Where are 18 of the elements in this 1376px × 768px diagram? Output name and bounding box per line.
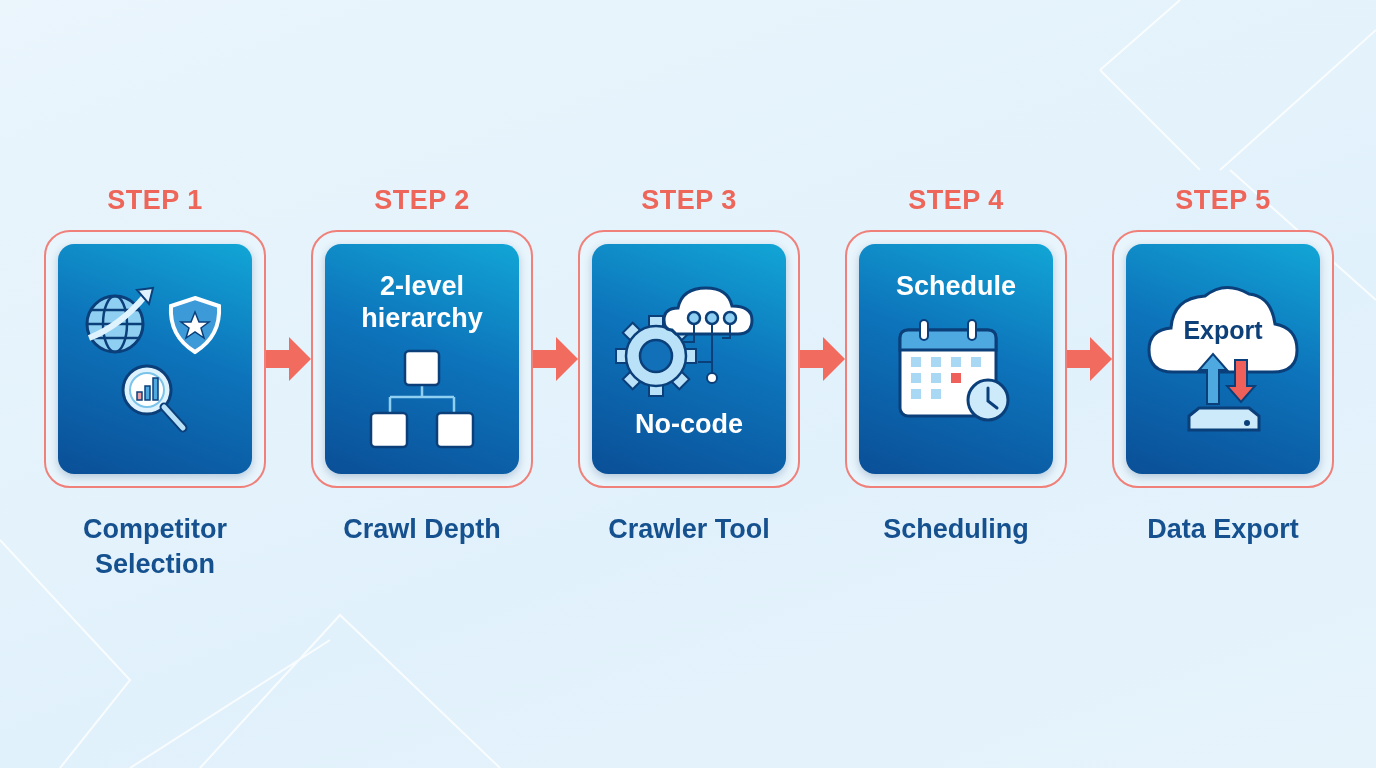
card-title: Schedule: [895, 270, 1016, 303]
card-title: Export: [1183, 316, 1263, 345]
step-caption: Scheduling: [882, 513, 1030, 546]
step-label: STEP 4: [908, 184, 1004, 217]
step-label: STEP 3: [641, 184, 737, 217]
arrow: [1067, 337, 1112, 381]
card-title: No-code: [635, 407, 743, 441]
arrow: [533, 337, 578, 381]
card-title: 2-level hierarchy: [360, 270, 484, 335]
step-label: STEP 5: [1175, 184, 1271, 217]
arrow: [800, 337, 845, 381]
step-caption: Competitor Selection: [82, 513, 228, 582]
step-caption: Crawler Tool: [607, 513, 771, 546]
step-label: STEP 1: [107, 184, 203, 217]
arrow: [266, 337, 311, 381]
step-label: STEP 2: [374, 184, 470, 217]
step-caption: Data Export: [1146, 513, 1300, 546]
step-caption: Crawl Depth: [342, 513, 502, 546]
